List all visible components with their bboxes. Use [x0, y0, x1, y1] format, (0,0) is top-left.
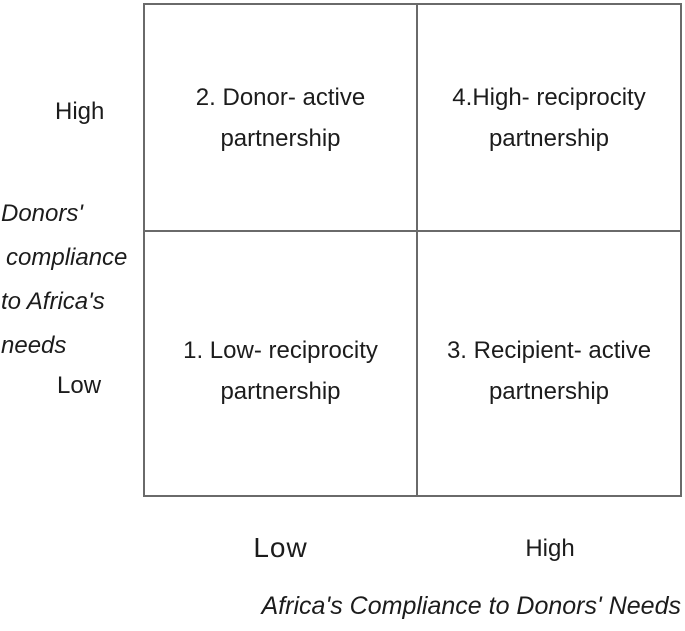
- y-axis-title-line-4: needs: [1, 332, 67, 359]
- quadrant-4-high-reciprocity: 4.High- reciprocity partnership: [418, 5, 680, 232]
- quadrant-2-donor-active: 2. Donor- active partnership: [145, 5, 418, 232]
- x-axis-title: Africa's Compliance to Donors' Needs: [261, 592, 681, 620]
- y-axis-low-label: Low: [57, 372, 102, 399]
- quadrant-3-recipient-active: 3. Recipient- active partnership: [418, 232, 680, 495]
- quadrant-1-line-1: 1. Low- reciprocity: [183, 337, 378, 364]
- matrix-grid: 2. Donor- active partnership 4.High- rec…: [143, 3, 682, 497]
- y-axis-high-label: High: [55, 98, 105, 125]
- quadrant-2-line-2: partnership: [220, 124, 341, 152]
- x-axis-high-label: High: [525, 535, 575, 562]
- quadrant-2-line-1: 2. Donor- active: [195, 83, 366, 111]
- y-axis-title-line-1: Donors': [1, 200, 83, 227]
- quadrant-3-line-1: 3. Recipient- active: [446, 337, 652, 364]
- x-axis-low-label: Low: [253, 532, 308, 563]
- y-axis-title-line-3: to Africa's: [1, 288, 105, 315]
- quadrant-1-low-reciprocity: 1. Low- reciprocity partnership: [145, 232, 418, 495]
- quadrant-4-line-2: partnership: [488, 124, 610, 152]
- quadrant-1-line-2: partnership: [220, 378, 341, 405]
- y-axis-title: Donors' compliance to Africa's needs: [1, 192, 127, 368]
- quadrant-3-line-2: partnership: [488, 378, 610, 405]
- y-axis-title-line-2: compliance: [6, 244, 128, 271]
- quadrant-4-line-1: 4.High- reciprocity: [452, 83, 646, 111]
